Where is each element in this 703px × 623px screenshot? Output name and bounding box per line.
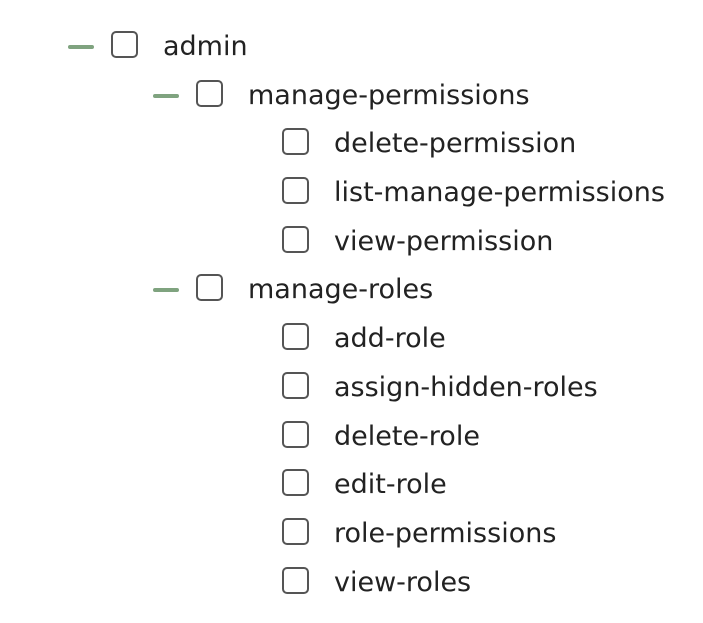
tree-leaf-view-permission[interactable]: view-permission (282, 225, 553, 259)
tree-leaf-role-permissions[interactable]: role-permissions (282, 517, 556, 551)
tree-leaf-label: add-role (334, 323, 446, 354)
tree-leaf-list-manage-permissions[interactable]: list-manage-permissions (282, 176, 665, 210)
tree-leaf-add-role[interactable]: add-role (282, 322, 446, 356)
checkbox-list-manage-permissions[interactable] (282, 176, 309, 204)
tree-leaf-label: list-manage-permissions (334, 177, 665, 208)
collapse-icon[interactable] (68, 45, 94, 49)
checkbox-manage-permissions[interactable] (196, 79, 223, 107)
tree-leaf-label: edit-role (334, 469, 447, 500)
tree-leaf-label: assign-hidden-roles (334, 372, 598, 403)
tree-leaf-delete-role[interactable]: delete-role (282, 420, 480, 454)
tree-node-manage-permissions[interactable]: manage-permissions (153, 79, 530, 113)
checkbox-add-role[interactable] (282, 322, 309, 350)
tree-node-label: admin (163, 31, 248, 62)
tree-leaf-delete-permission[interactable]: delete-permission (282, 127, 576, 161)
tree-node-admin[interactable]: admin (68, 30, 248, 64)
checkbox-delete-role[interactable] (282, 420, 309, 448)
tree-leaf-label: delete-role (334, 421, 480, 452)
tree-node-label: manage-roles (248, 274, 434, 305)
checkbox-delete-permission[interactable] (282, 127, 309, 155)
checkbox-admin[interactable] (111, 30, 138, 58)
tree-node-label: manage-permissions (248, 80, 530, 111)
checkbox-assign-hidden-roles[interactable] (282, 371, 309, 399)
collapse-icon[interactable] (153, 94, 179, 98)
checkbox-edit-role[interactable] (282, 468, 309, 496)
checkbox-role-permissions[interactable] (282, 517, 309, 545)
collapse-icon[interactable] (153, 288, 179, 292)
tree-leaf-label: delete-permission (334, 128, 577, 159)
tree-leaf-view-roles[interactable]: view-roles (282, 566, 471, 600)
tree-node-manage-roles[interactable]: manage-roles (153, 273, 434, 307)
checkbox-manage-roles[interactable] (196, 273, 223, 301)
checkbox-view-roles[interactable] (282, 566, 309, 594)
tree-leaf-assign-hidden-roles[interactable]: assign-hidden-roles (282, 371, 598, 405)
checkbox-view-permission[interactable] (282, 225, 309, 253)
tree-leaf-label: view-permission (334, 226, 554, 257)
tree-leaf-edit-role[interactable]: edit-role (282, 468, 447, 502)
tree-leaf-label: role-permissions (334, 518, 557, 549)
tree-leaf-label: view-roles (334, 567, 472, 598)
